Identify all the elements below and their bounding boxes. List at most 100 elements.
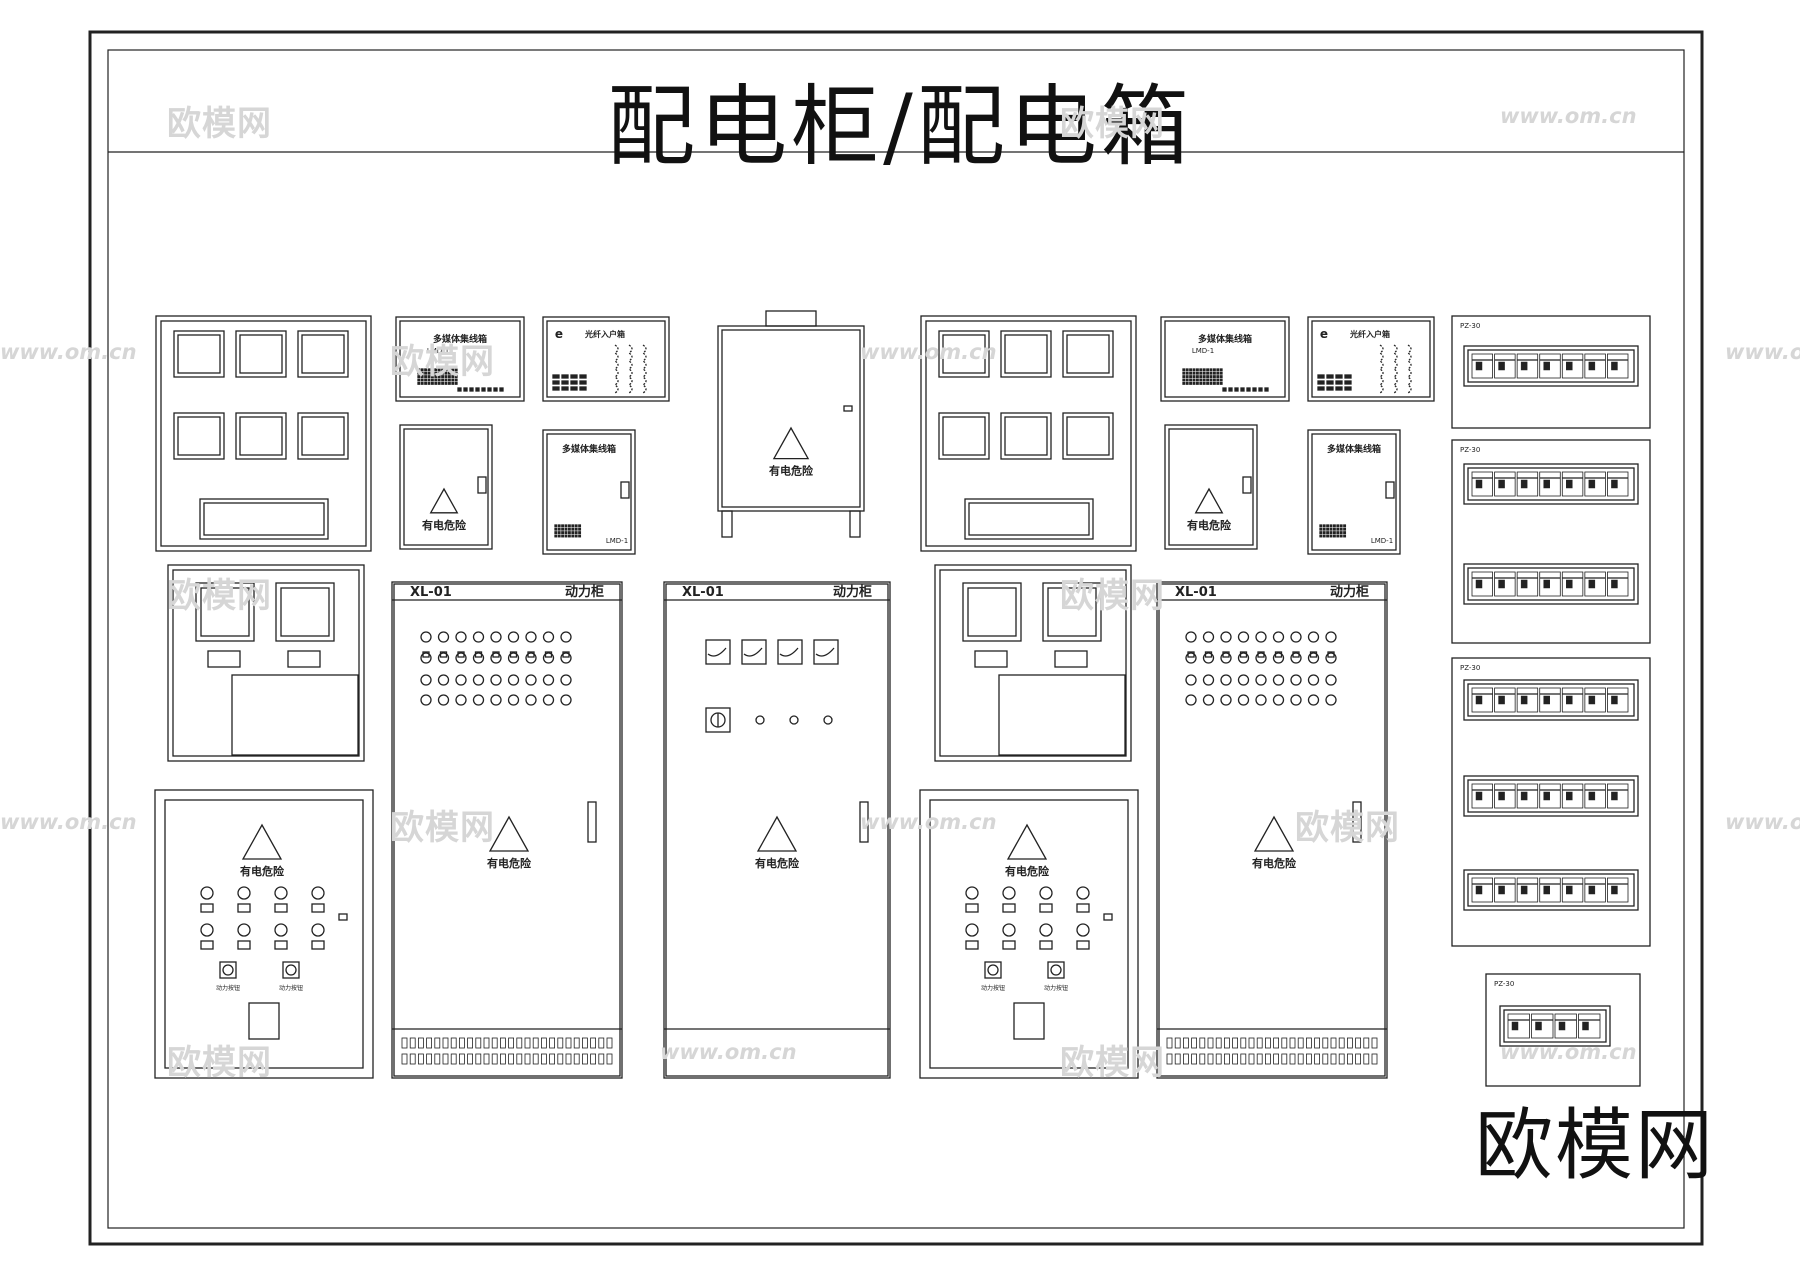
indicator-lamp: [1220, 674, 1232, 686]
indicator-lamp: [311, 923, 325, 937]
indicator-lamp: [1076, 923, 1090, 937]
sub-panel: [231, 674, 359, 756]
indicator-lamp: [1185, 674, 1197, 686]
meter-window: [1062, 412, 1114, 460]
indicator-lamp: [755, 715, 765, 725]
indicator-lamp: [1325, 674, 1337, 686]
circuit-breaker: [1507, 1013, 1530, 1039]
fiber-coil: [1406, 344, 1412, 394]
door-handle: [859, 801, 869, 843]
circuit-breaker: [1561, 783, 1584, 809]
danger-label: 有电危险: [1005, 864, 1050, 878]
breaker-strip: [1463, 563, 1639, 605]
circuit-breaker: [1516, 877, 1539, 903]
rotary-switch: [219, 961, 237, 979]
indicator-lamp: [1307, 694, 1320, 706]
indicator-lamp: [1255, 674, 1267, 686]
indicator-lamp: [437, 674, 450, 686]
indicator-lamp: [420, 674, 432, 686]
danger-label: 有电危险: [1187, 518, 1232, 532]
cabinet-code-label: XL-01: [410, 585, 452, 600]
meter-window: [297, 412, 349, 460]
pz-label: PZ-30: [1460, 446, 1480, 454]
meter-window: [173, 412, 225, 460]
small-door-box: 有电危险: [1164, 424, 1258, 550]
meter-window: [297, 330, 349, 378]
indicator-lamp: [1237, 631, 1250, 643]
indicator-lamp: [490, 631, 502, 643]
fiber-box-label: 光纤入户箱: [584, 329, 625, 339]
indicator-lamp: [1202, 694, 1215, 706]
inspection-window: [248, 1002, 280, 1040]
indicator-lamp: [525, 674, 537, 686]
fiber-coil: [613, 344, 619, 394]
power-cabinet-label: 动力柜: [1330, 584, 1369, 600]
meter-window: [1062, 330, 1114, 378]
indicator-lamp: [490, 674, 502, 686]
fiber-logo-icon: e: [555, 327, 563, 341]
circuit-breaker: [1516, 571, 1539, 597]
circuit-breaker: [1539, 687, 1561, 713]
control-box: 有电危险动力按钮动力按钮: [154, 789, 374, 1079]
indicator-lamp: [1255, 631, 1267, 643]
indicator-lamp: [274, 923, 288, 937]
indicator-lamp: [237, 886, 251, 900]
pz30-panel: PZ-30: [1451, 439, 1651, 644]
pz30-small-panel: PZ-30: [1485, 973, 1641, 1087]
breaker-strip: [1463, 679, 1639, 721]
power-cabinet-label: 动力柜: [833, 584, 872, 600]
switch-label: 动力按钮: [1044, 984, 1068, 992]
fiber-coil: [1392, 344, 1398, 394]
circuit-breaker: [1471, 783, 1493, 809]
indicator-lamp: [1290, 674, 1302, 686]
circuit-breaker: [1607, 571, 1629, 597]
danger-label: 有电危险: [240, 864, 285, 878]
circuit-breaker: [1607, 877, 1629, 903]
pz-label: PZ-30: [1460, 664, 1480, 672]
indicator-lamp: [455, 694, 467, 706]
indicator-lamp: [1039, 923, 1053, 937]
indicator-lamp: [1220, 652, 1232, 664]
meter-window: [938, 412, 990, 460]
circuit-breaker: [1607, 783, 1629, 809]
circuit-breaker: [1539, 471, 1561, 497]
indicator-lamp: [455, 652, 467, 664]
indicator-lamp: [1202, 652, 1215, 664]
indicator-lamp: [1237, 652, 1250, 664]
indicator-slot: [207, 650, 241, 668]
indicator-lamp: [472, 652, 485, 664]
indicator-lamp: [1185, 652, 1197, 664]
circuit-breaker: [1494, 571, 1516, 597]
indicator-lamp: [507, 674, 520, 686]
danger-label: 有电危险: [769, 464, 814, 478]
indicator-lamp: [1185, 694, 1197, 706]
switch-label: 动力按钮: [981, 984, 1005, 992]
circuit-breaker: [1539, 877, 1561, 903]
rotary-switch: [282, 961, 300, 979]
circuit-breaker: [1561, 687, 1584, 713]
circuit-breaker: [1471, 471, 1493, 497]
meter-window: [938, 330, 990, 378]
indicator-lamp: [490, 694, 502, 706]
meter-gauge: [777, 639, 803, 665]
meter-gauge: [741, 639, 767, 665]
danger-label: 有电危险: [755, 856, 800, 870]
indicator-lamp: [237, 923, 251, 937]
indicator-lamp: [542, 694, 555, 706]
indicator-lamp: [1237, 674, 1250, 686]
door-handle: [587, 801, 597, 843]
circuit-breaker: [1584, 471, 1606, 497]
indicator-lamp: [1002, 886, 1016, 900]
door-handle: [620, 481, 630, 499]
circuit-breaker: [1471, 687, 1493, 713]
indicator-lamp: [560, 652, 572, 664]
indicator-lamp: [1220, 694, 1232, 706]
indicator-lamp: [525, 631, 537, 643]
indicator-lamp: [1237, 694, 1250, 706]
power-cabinet-label: 动力柜: [565, 584, 604, 600]
breaker-strip: [1463, 775, 1639, 817]
